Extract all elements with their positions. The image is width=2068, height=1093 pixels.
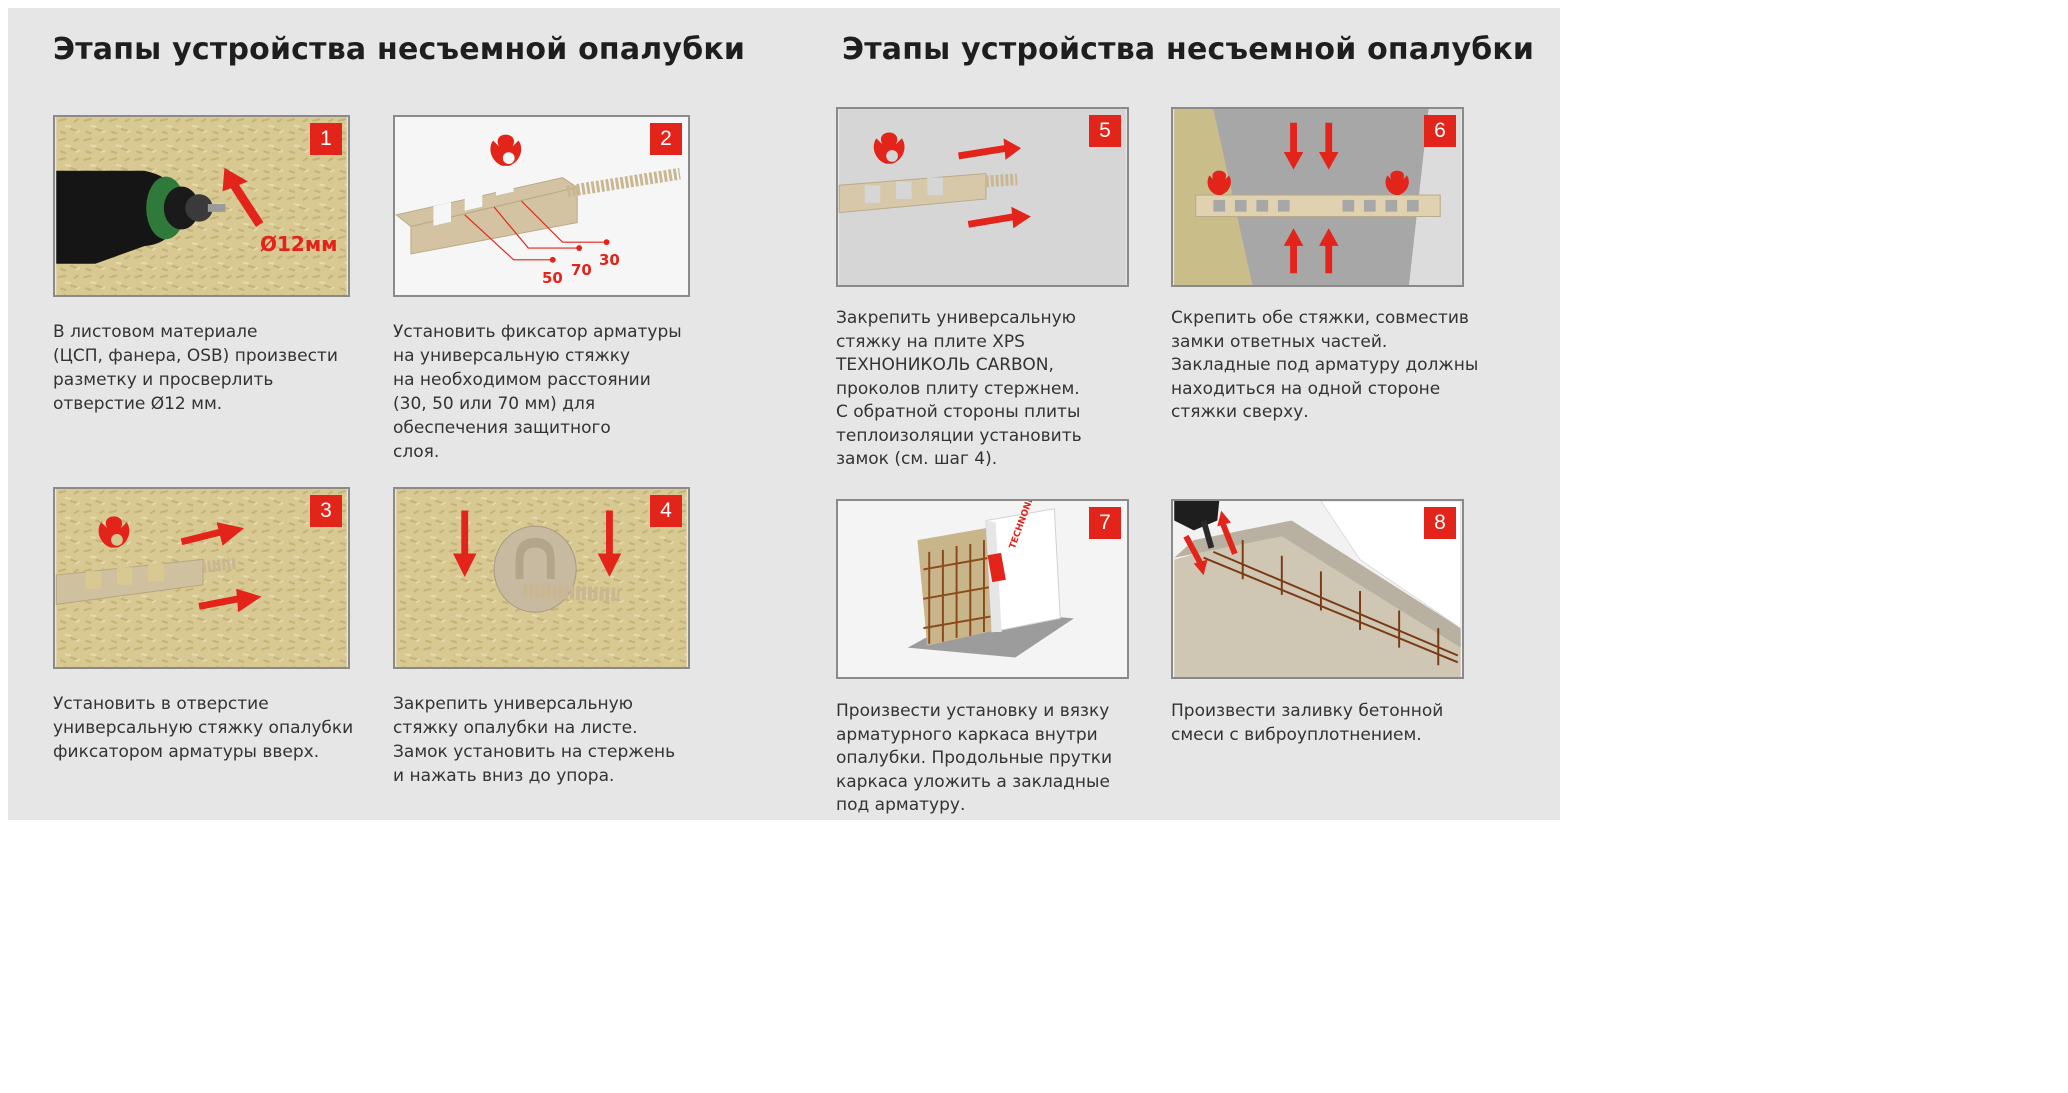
step-1-badge: 1 — [310, 123, 342, 155]
tie-with-fixator-illustration — [395, 117, 687, 295]
step-6-badge: 6 — [1424, 115, 1456, 147]
distance-label-70: 70 — [571, 261, 592, 279]
tie-on-xps-illustration — [838, 109, 1126, 285]
concrete-pour-illustration — [1174, 501, 1462, 677]
left-title: Этапы устройства несъемной опалубки — [53, 32, 746, 67]
lock-press-illustration — [396, 489, 687, 667]
two-ties-joined-illustration — [1174, 109, 1461, 285]
step-5-illustration: 5 — [836, 107, 1129, 287]
step-1-caption: В листовом материале(ЦСП, фанера, OSB) п… — [53, 322, 338, 414]
distance-label-30: 30 — [599, 251, 620, 269]
step-4-badge: 4 — [650, 495, 682, 527]
step-7-illustration: TECHNONICOL 7 — [836, 499, 1129, 679]
step-5-badge: 5 — [1089, 115, 1121, 147]
drill-osb-illustration — [56, 117, 347, 295]
step-8-badge: 8 — [1424, 507, 1456, 539]
step-2-badge: 2 — [650, 123, 682, 155]
step-3-illustration: 3 — [53, 487, 350, 669]
step-7-badge: 7 — [1089, 507, 1121, 539]
distance-label-50: 50 — [542, 269, 563, 287]
step-8-illustration: 8 — [1171, 499, 1464, 679]
step-2-illustration: 50 70 30 2 — [393, 115, 690, 297]
rebar-cage-illustration — [839, 501, 1126, 677]
step-6-illustration: 6 — [1171, 107, 1464, 287]
step-3-badge: 3 — [310, 495, 342, 527]
diameter-callout: Ø12мм — [260, 232, 338, 256]
tie-inserted-illustration — [55, 489, 347, 667]
step-1-illustration: Ø12мм 1 — [53, 115, 350, 297]
step-4-illustration: 4 — [393, 487, 690, 669]
right-title: Этапы устройства несъемной опалубки — [842, 32, 1535, 67]
